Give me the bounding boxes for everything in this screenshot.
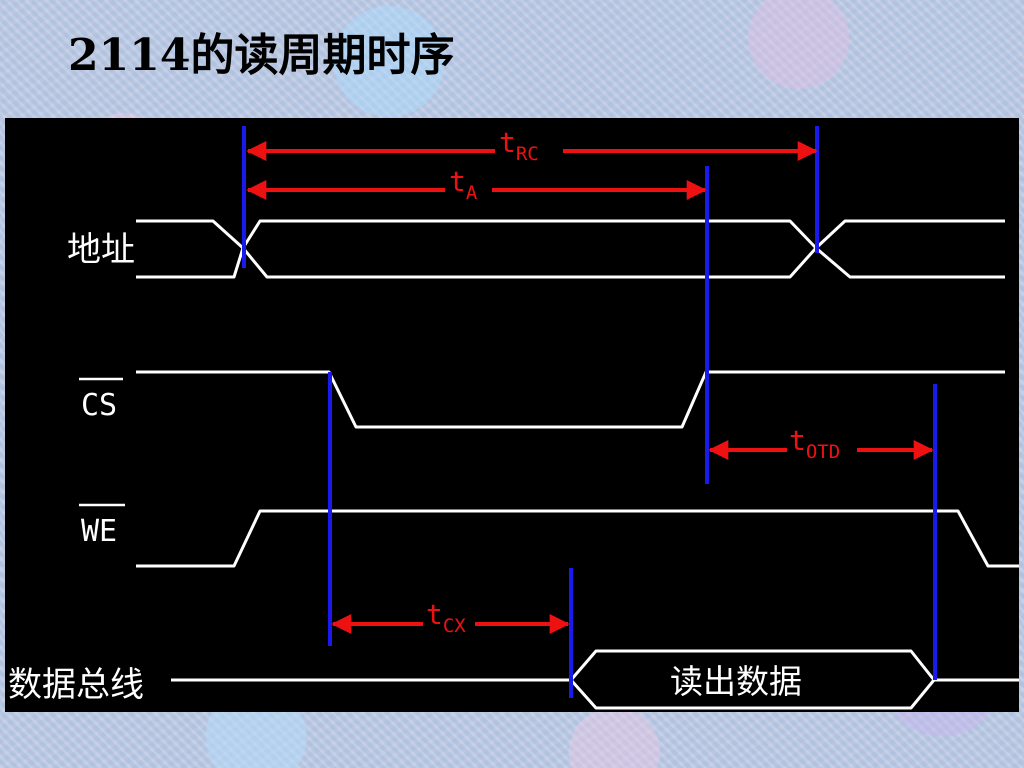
cs-waveform (136, 370, 1005, 429)
t-rc-label: tRC (499, 126, 539, 165)
data-bus-signal-label: 数据总线 (8, 665, 144, 705)
slide-title: 2114的读周期时序 (68, 30, 455, 81)
we-waveform (136, 509, 1019, 568)
t-cx-label: tCX (426, 598, 466, 637)
data-out-label: 读出数据 (670, 662, 802, 701)
address-waveform-lower (136, 246, 1005, 279)
we-signal-label: WE (81, 514, 117, 549)
timing-diagram: 地址 CS WE 数据总线 tRC tA (8, 126, 1019, 710)
address-waveform-upper (136, 219, 1005, 250)
t-otd-label: tOTD (789, 424, 840, 463)
t-a-label: tA (449, 165, 478, 204)
address-signal-label: 地址 (67, 230, 135, 270)
timing-diagram-panel: 地址 CS WE 数据总线 tRC tA (5, 118, 1019, 712)
cs-signal-label: CS (81, 388, 117, 423)
